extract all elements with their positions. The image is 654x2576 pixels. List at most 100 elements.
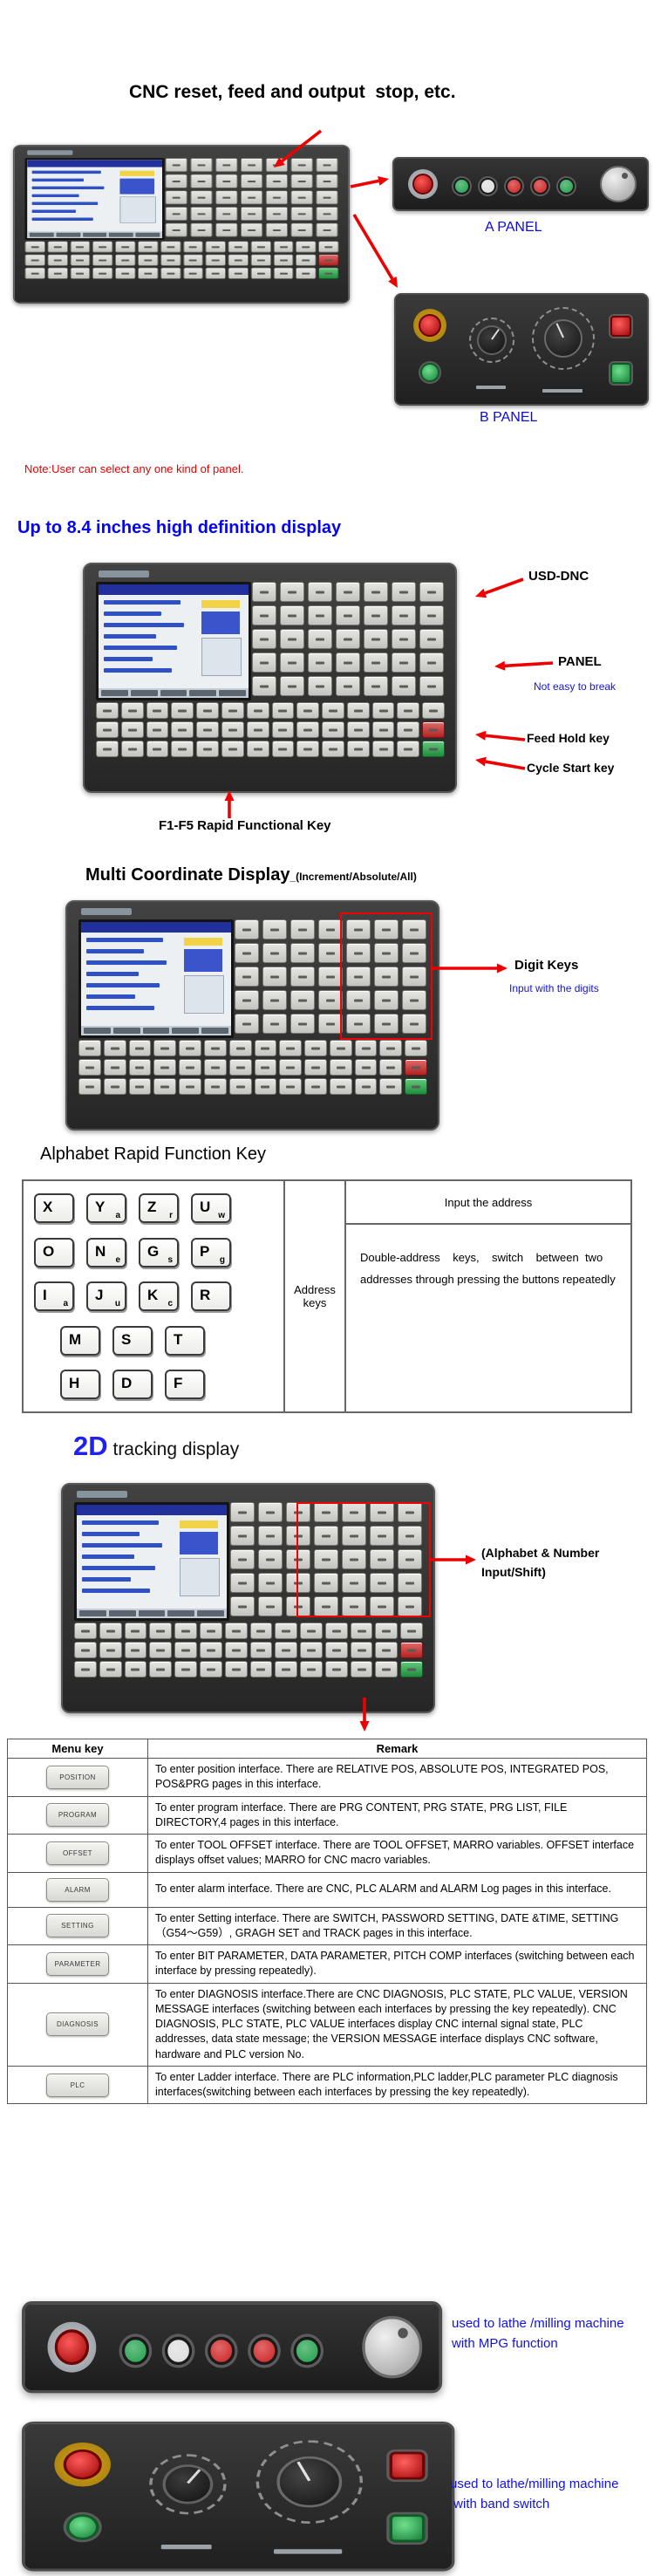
alphabet-key-main: P (200, 1242, 210, 1260)
keypad-key (215, 158, 238, 173)
keypad-key (336, 629, 360, 649)
key-legend (324, 259, 333, 262)
key-legend (354, 1022, 363, 1025)
key-legend (298, 928, 307, 931)
key-legend (294, 1534, 303, 1537)
b-panel-image (394, 293, 649, 406)
keypad-key (199, 1642, 222, 1658)
key-legend (127, 748, 137, 750)
mpg-caption-line2: with MPG function (452, 2336, 558, 2352)
keypad-key (138, 267, 159, 279)
remark-cell: To enter Ladder interface. There are PLC… (147, 2065, 647, 2105)
screen-highlight-cell (201, 600, 240, 608)
keypad-key (402, 943, 426, 963)
keypad-key (318, 943, 343, 963)
heading-alphabet-key: Alphabet Rapid Function Key (40, 1145, 267, 1164)
softkey-segment (29, 232, 54, 237)
keypad-key (275, 1623, 298, 1639)
key-legend (153, 728, 162, 731)
screen-coordinate-block (201, 612, 240, 634)
key-legend (316, 685, 324, 687)
keypad-key (99, 1623, 122, 1639)
key-legend (272, 196, 281, 199)
menu-key-button: DIAGNOSIS (46, 2012, 109, 2037)
keypad-key (374, 990, 399, 1010)
main-keypad (230, 1502, 422, 1616)
key-legend (31, 245, 39, 248)
key-legend (294, 1511, 303, 1513)
keypad-key (254, 1040, 277, 1056)
key-legend (253, 709, 262, 712)
keypad-key (258, 1549, 283, 1569)
key-legend (282, 1630, 291, 1632)
key-legend (102, 748, 112, 750)
screen-text-line (86, 938, 163, 942)
key-legend (156, 1668, 166, 1671)
key-legend (357, 1649, 366, 1651)
dial-tick-ring (532, 307, 595, 370)
address-keys-label: Address keys (285, 1181, 346, 1411)
key-legend (323, 229, 331, 231)
key-legend (106, 1630, 115, 1632)
keypad-key (120, 741, 144, 757)
key-legend (282, 1649, 291, 1651)
key-legend (382, 999, 391, 1001)
key-legend (272, 180, 281, 182)
keypad-key (241, 190, 263, 205)
keypad-key (24, 241, 45, 253)
key-legend (324, 245, 333, 248)
screen-text-line (86, 949, 144, 953)
keypad-key (258, 1502, 283, 1522)
key-legend (410, 999, 419, 1001)
keypad-key (246, 721, 269, 738)
lower-keypad (78, 1040, 427, 1095)
keypad-key (300, 1661, 323, 1677)
key-legend (260, 591, 269, 593)
key-legend (386, 1066, 396, 1069)
display-screen (96, 582, 251, 700)
key-legend (53, 259, 62, 262)
key-legend (407, 1649, 417, 1651)
key-legend (310, 1047, 320, 1049)
keypad-key (354, 1059, 378, 1076)
lower-keypad (74, 1623, 423, 1677)
key-legend (405, 1511, 414, 1513)
keypad-key (379, 1078, 403, 1095)
keypad-key (346, 943, 371, 963)
key-legend (323, 212, 331, 215)
key-legend (110, 1085, 119, 1088)
mpg-handwheel (600, 166, 637, 202)
screen-softkey-bar (77, 1609, 227, 1618)
menu-key-button: ALARM (46, 1877, 109, 1902)
screen-coordinate-block (119, 178, 154, 195)
key-legend (206, 1668, 215, 1671)
keypad-key (322, 702, 344, 719)
key-legend (197, 180, 206, 182)
key-legend (80, 1668, 90, 1671)
keypad-key (280, 582, 304, 602)
key-legend (331, 1630, 341, 1632)
alphabet-key-main: S (121, 1330, 132, 1348)
keypad-key (221, 702, 244, 719)
keypad-key (374, 943, 399, 963)
keypad-key (96, 721, 119, 738)
keypad-key (398, 1526, 422, 1546)
panel-button (558, 178, 575, 195)
alphabet-key: M (60, 1325, 100, 1356)
alphabet-key-sub: e (115, 1254, 120, 1265)
alphabet-key-main: I (43, 1287, 47, 1303)
screen-softkey-bar (99, 688, 249, 698)
keypad-key (215, 190, 238, 205)
keypad-key (273, 254, 294, 266)
key-legend (336, 1066, 345, 1069)
key-legend (167, 259, 175, 262)
key-legend (238, 1582, 247, 1584)
keypad-key (375, 1661, 399, 1677)
keypad-key (308, 676, 332, 696)
screen-text-line (104, 657, 153, 661)
